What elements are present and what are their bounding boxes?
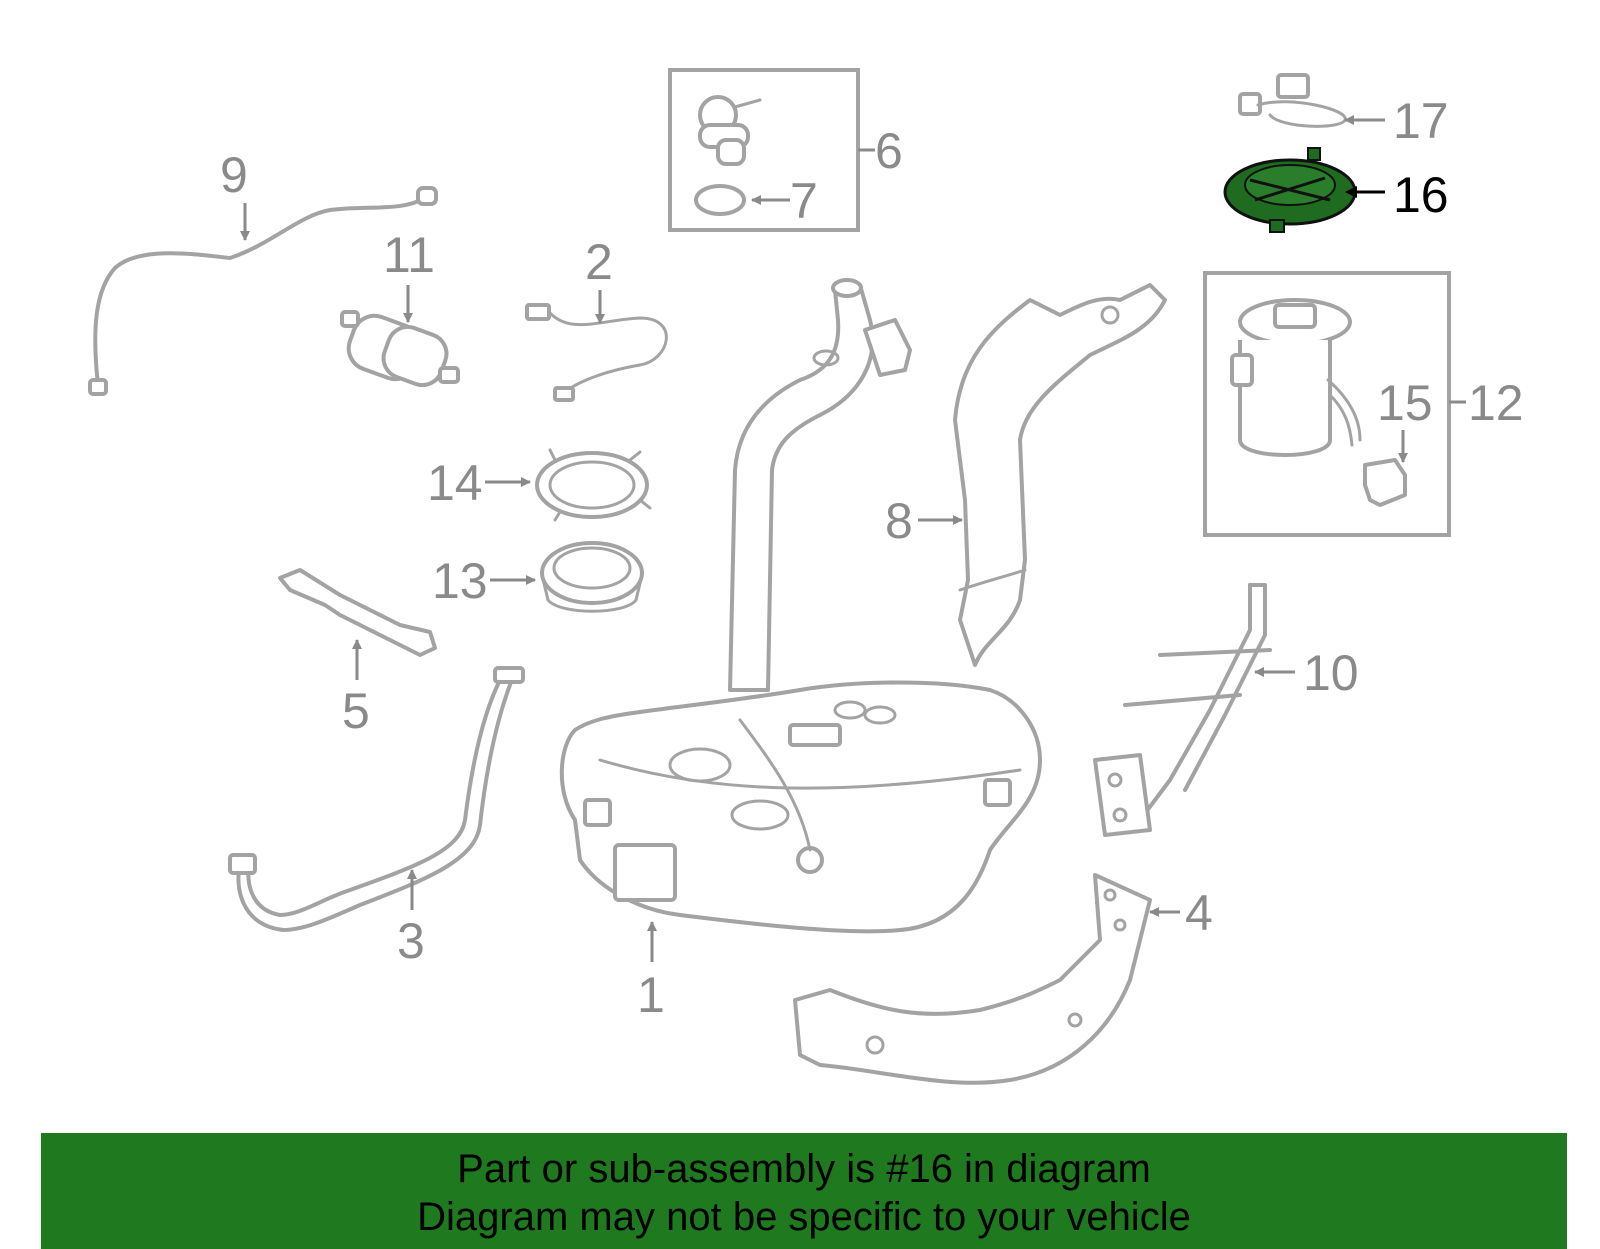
callout-13: 13 [432,553,488,609]
callout-6: 6 [875,123,903,179]
callout-7: 7 [790,173,818,229]
callout-10: 10 [1303,645,1359,701]
part-1-filler-neck[interactable] [728,278,912,692]
part-10-bracket-frame[interactable] [1093,583,1272,837]
callout-12: 12 [1468,375,1524,431]
part-12-fuel-pump-module[interactable] [1230,298,1362,457]
part-16-retaining-ring-highlighted[interactable] [1223,147,1357,233]
callout-5: 5 [342,683,370,739]
callout-1: 1 [637,967,665,1023]
callout-11: 11 [383,227,435,283]
part-2-sensor-wire[interactable] [525,303,668,402]
callout-4: 4 [1185,885,1213,941]
callout-8: 8 [885,493,913,549]
part-13-seal[interactable] [540,541,644,613]
part-6-cap[interactable] [698,95,762,166]
callout-3: 3 [397,913,425,969]
part-1-fuel-tank[interactable] [559,680,1042,934]
notice-line-part-number: Part or sub-assembly is #16 in diagram [457,1147,1151,1191]
leader-16-arrowhead [1345,186,1357,198]
part-4-crossmember[interactable] [793,873,1152,1085]
callout-15: 15 [1377,375,1433,431]
part-3-tank-strap[interactable] [228,666,525,932]
part-8-heat-shield[interactable] [953,283,1167,667]
callout-2: 2 [585,234,613,290]
part-14-lock-ring[interactable] [535,448,652,522]
part-7-o-ring[interactable] [694,184,746,216]
callout-14: 14 [427,455,483,511]
group-box-12 [1203,271,1451,537]
callout-16: 16 [1393,167,1449,223]
part-9-hose[interactable] [88,186,438,396]
callout-17: 17 [1393,93,1449,149]
part-11-fuel-filter[interactable] [340,310,460,391]
notice-line-disclaimer: Diagram may not be specific to your vehi… [417,1195,1191,1239]
part-15-sensor[interactable] [1363,458,1407,507]
parts-diagram: 9 11 2 6 7 17 [88,68,1524,1085]
part-17-connector[interactable] [1238,73,1347,128]
notice-banner: Part or sub-assembly is #16 in diagram D… [41,1133,1567,1249]
part-5-bracket[interactable] [278,568,437,657]
callout-9: 9 [220,147,248,203]
